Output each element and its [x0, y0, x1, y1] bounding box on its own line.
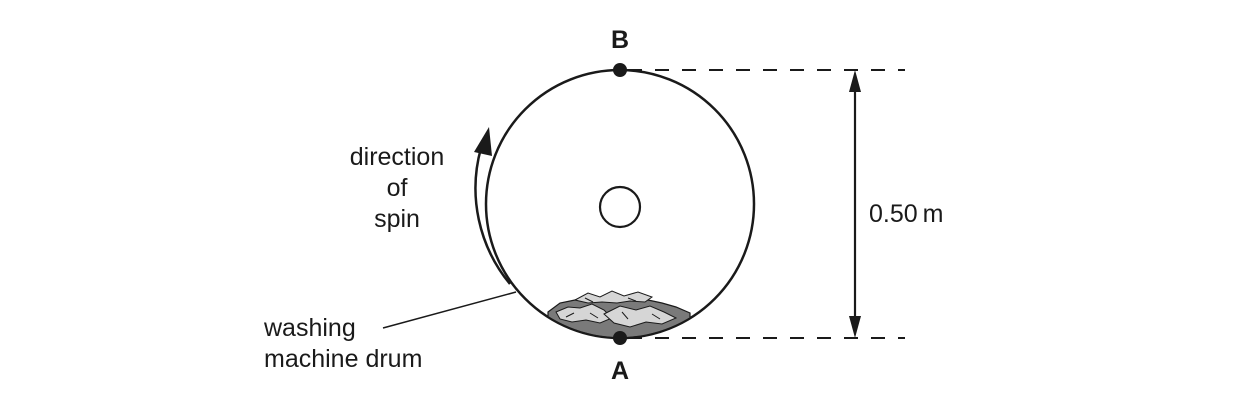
spin-direction-arrow [474, 127, 511, 285]
point-b-dot [613, 63, 627, 77]
label-spin-line3: spin [374, 205, 420, 233]
drum-leader-line [382, 291, 517, 329]
label-spin-line2: of [387, 174, 408, 202]
label-distance: 0.50 m [869, 200, 944, 228]
label-point-b: B [611, 26, 629, 54]
diameter-dimension-arrow [849, 70, 861, 338]
label-drum-line2: machine drum [264, 345, 422, 373]
label-drum-line1: washing [263, 314, 356, 342]
label-point-a: A [611, 357, 629, 385]
label-spin-line1: direction [350, 143, 445, 171]
point-a-dot [613, 331, 627, 345]
drum-hub [598, 185, 642, 229]
